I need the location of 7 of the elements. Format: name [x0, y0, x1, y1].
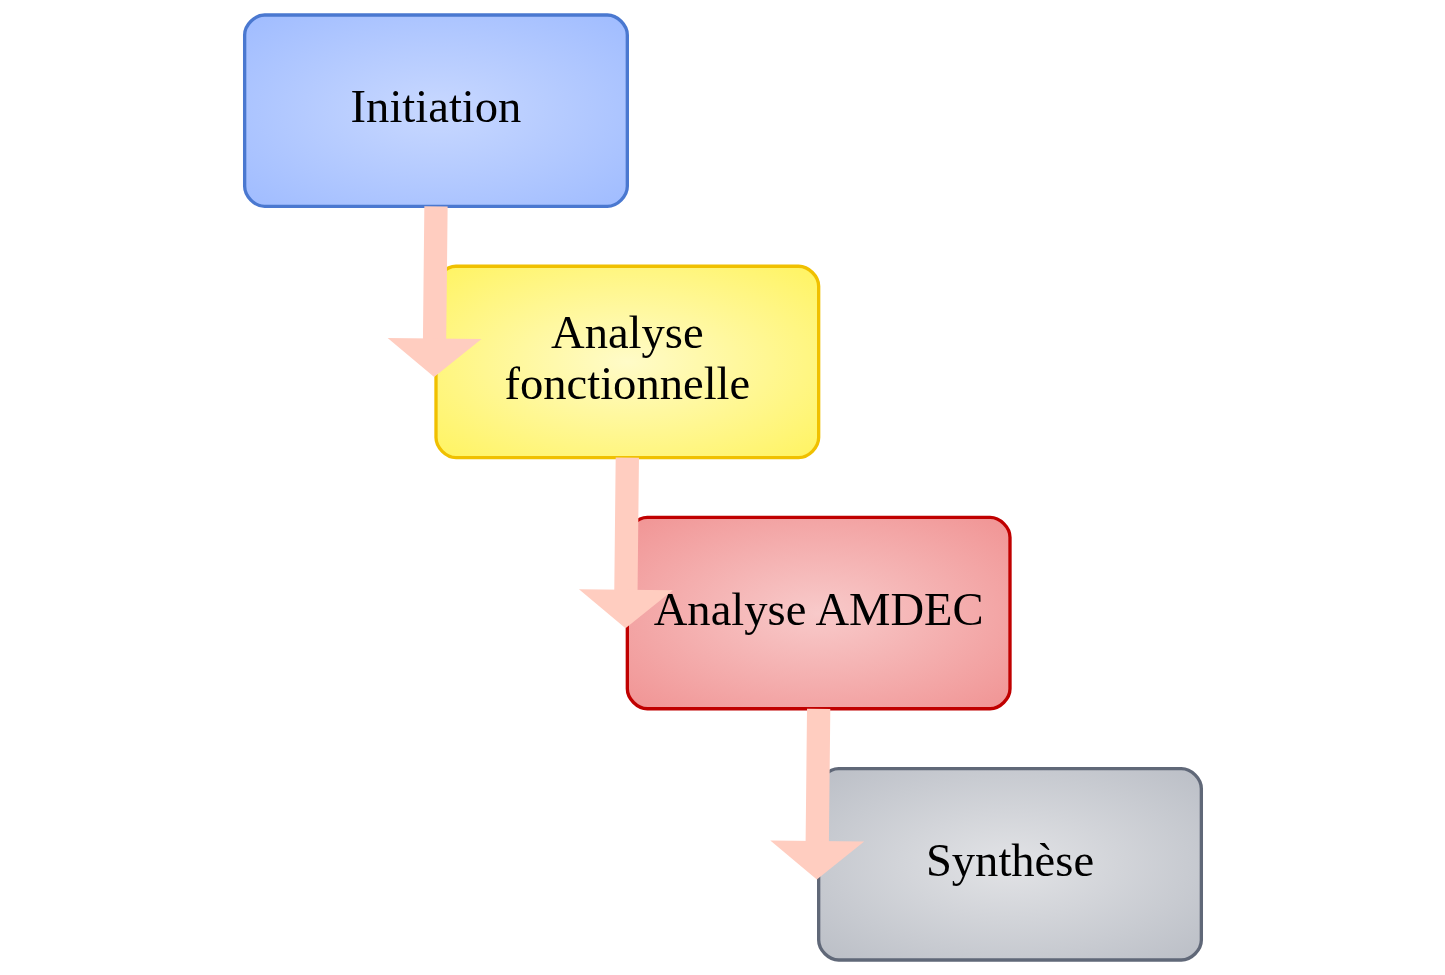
arrow [769, 708, 864, 880]
node-box: Initiation [242, 13, 629, 208]
arrow [578, 457, 673, 629]
node-box: Synthèse [816, 767, 1203, 962]
arrow [387, 206, 482, 377]
node-box: Analyse fonctionnelle [433, 264, 820, 460]
node-box: Analyse AMDEC [625, 515, 1012, 711]
